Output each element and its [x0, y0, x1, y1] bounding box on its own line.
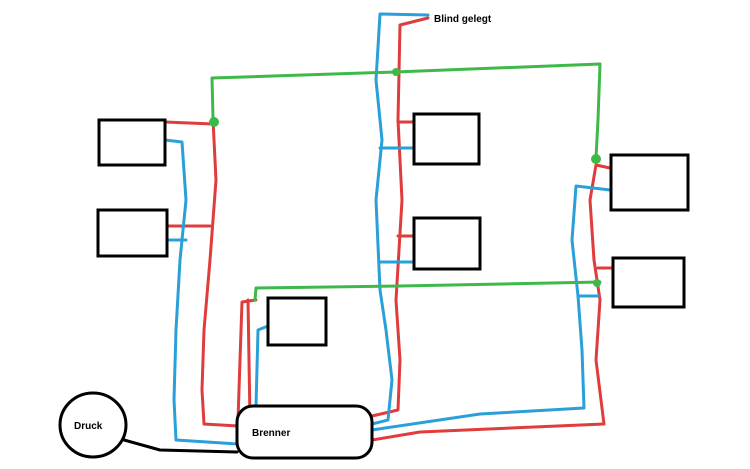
- radiator-center-small: [266, 296, 328, 347]
- pressure-vessel: [58, 391, 128, 459]
- burner-label: Brenner: [252, 428, 290, 439]
- green-junction: [209, 117, 219, 127]
- green-lines: [210, 62, 602, 302]
- blind-label: Blind gelegt: [434, 14, 492, 25]
- pressure-label: Druck: [74, 421, 103, 432]
- green-junction: [591, 154, 601, 164]
- green-junction: [392, 68, 400, 76]
- green-junctions: [209, 68, 601, 287]
- radiator-middle-bottom: [412, 216, 482, 271]
- radiator-left-bottom: [96, 208, 169, 258]
- green-junction: [593, 279, 601, 287]
- blue-pipes: [163, 12, 612, 446]
- pressure-line: [122, 438, 239, 454]
- burner-box: [235, 404, 374, 460]
- radiator-left-top: [97, 118, 167, 167]
- radiator-right-bottom: [611, 256, 686, 309]
- radiator-right-top: [609, 153, 690, 212]
- red-pipes: [163, 16, 615, 442]
- radiator-middle-top: [412, 112, 481, 166]
